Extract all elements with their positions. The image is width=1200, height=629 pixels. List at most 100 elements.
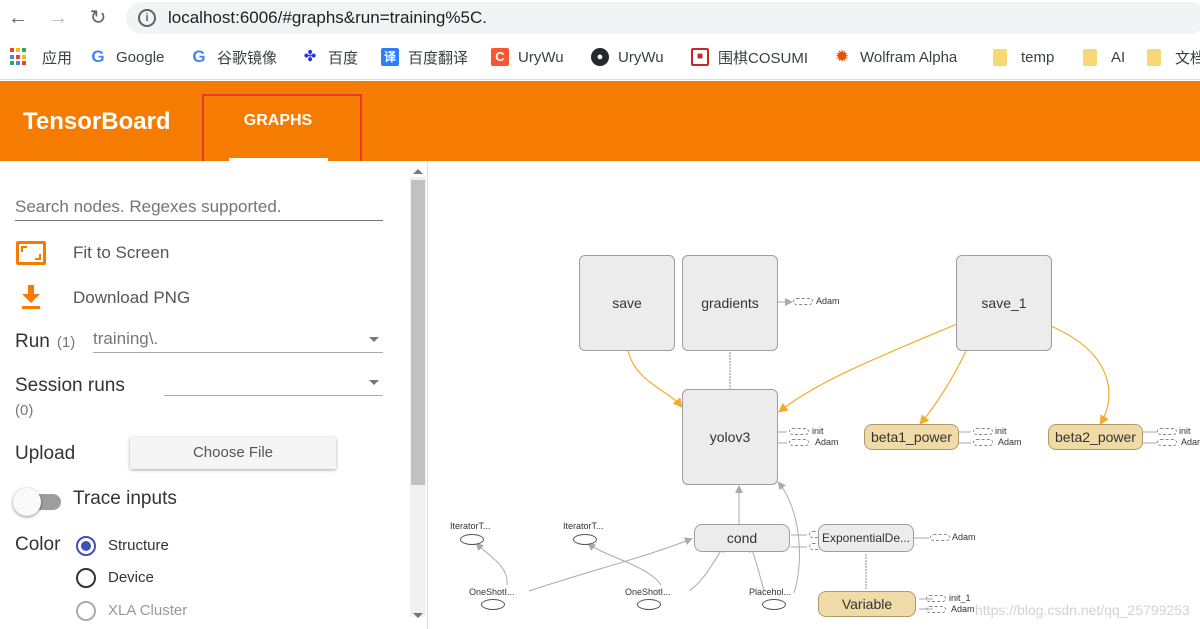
bookmark-wolfram[interactable]: ✹ Wolfram Alpha <box>833 46 957 68</box>
bookmark-apps[interactable]: 应用 <box>10 46 72 68</box>
aux-node-adam[interactable] <box>930 534 950 541</box>
op-label-iterator-1: IteratorT... <box>450 521 491 531</box>
baidu-paw-icon: ✤ <box>303 48 317 65</box>
folder-icon <box>1083 48 1097 66</box>
radio-structure[interactable] <box>76 536 96 556</box>
graph-node-yolov3[interactable]: yolov3 <box>682 389 778 485</box>
bookmark-label: 谷歌镜像 <box>217 49 278 67</box>
edge-placeholder-cond <box>748 544 765 592</box>
node-label: save <box>612 295 642 311</box>
aux-label-adam: Adam <box>816 296 840 306</box>
edge-oneshot1-iter1 <box>475 542 508 586</box>
edge-save1-yolov3 <box>778 323 958 413</box>
info-icon[interactable]: i <box>138 9 156 27</box>
aux-node-init-1[interactable] <box>926 595 946 602</box>
bookmark-label: temp <box>1021 48 1055 66</box>
graph-node-beta2-power[interactable]: beta2_power <box>1048 424 1143 450</box>
graph-node-oneshot-1[interactable] <box>481 599 505 610</box>
choose-file-button[interactable]: Choose File <box>130 437 336 469</box>
aux-label-adam: Adam <box>952 532 976 542</box>
chevron-down-icon <box>369 380 379 385</box>
bookmark-label: 围棋COSUMI <box>718 49 809 67</box>
session-runs-select[interactable] <box>164 372 383 396</box>
graph-node-variable[interactable]: Variable <box>818 591 916 617</box>
highlight-box <box>202 94 362 170</box>
watermark: https://blog.csdn.net/qq_25799253 <box>975 602 1190 618</box>
scroll-down-arrow-icon[interactable] <box>413 613 423 618</box>
graph-node-iterator-2[interactable] <box>573 534 597 545</box>
back-arrow-icon[interactable]: ← <box>8 7 28 29</box>
node-label: cond <box>726 530 758 546</box>
bookmark-urywu-csdn[interactable]: C UryWu <box>491 46 564 68</box>
download-png-button[interactable]: Download PNG <box>15 284 190 312</box>
fit-to-screen-button[interactable]: Fit to Screen <box>15 239 169 267</box>
graph-canvas[interactable]: save gradients Adam save_1 yolov3 init A… <box>429 161 1200 629</box>
toggle-knob[interactable] <box>13 488 41 516</box>
trace-inputs-label: Trace inputs <box>73 488 177 509</box>
aux-label-adam: Adam <box>1181 437 1200 447</box>
graph-node-exponential-decay[interactable]: ExponentialDe... <box>818 524 914 552</box>
aux-node-init[interactable] <box>1157 428 1177 435</box>
aux-node-adam[interactable] <box>926 606 946 613</box>
aux-label-adam: Adam <box>998 437 1022 447</box>
scrollbar-thumb[interactable] <box>411 180 425 485</box>
bookmark-temp[interactable]: temp <box>993 46 1054 68</box>
bookmark-ai[interactable]: AI <box>1083 46 1125 68</box>
graph-node-cond[interactable]: cond <box>694 524 790 552</box>
graph-node-placeholder[interactable] <box>762 599 786 610</box>
aux-node-init[interactable] <box>973 428 993 435</box>
url-text[interactable]: localhost:6006/#graphs&run=training%5C. <box>168 8 487 27</box>
node-label: gradients <box>701 295 759 311</box>
aux-node-adam[interactable] <box>793 298 813 305</box>
address-bar[interactable]: i localhost:6006/#graphs&run=training%5C… <box>126 2 1200 34</box>
radio-structure-label: Structure <box>108 537 169 554</box>
node-label: yolov3 <box>709 429 751 445</box>
bookmark-baidu-translate[interactable]: 译 百度翻译 <box>381 46 468 68</box>
session-label-row: Session runs <box>15 375 125 397</box>
node-label: ExponentialDe... <box>821 531 911 545</box>
scroll-up-arrow-icon[interactable] <box>413 169 423 174</box>
bookmark-label: AI <box>1111 48 1126 66</box>
apps-grid-icon <box>10 48 28 66</box>
graph-node-oneshot-2[interactable] <box>637 599 661 610</box>
bookmark-label: 应用 <box>42 49 73 67</box>
op-label-oneshot-2: OneShotI... <box>625 587 671 597</box>
bookmark-google-mirror[interactable]: G 谷歌镜像 <box>190 46 277 68</box>
graph-node-save-1[interactable]: save_1 <box>956 255 1052 351</box>
download-icon <box>15 284 47 312</box>
forward-arrow-icon[interactable]: → <box>48 7 68 29</box>
bookmark-cosumi[interactable]: ■ 围棋COSUMI <box>691 46 808 68</box>
aux-label-adam: Adam <box>951 604 975 614</box>
github-icon: ● <box>591 48 609 66</box>
aux-label-init: init <box>812 426 824 436</box>
baidu-translate-icon: 译 <box>381 48 399 66</box>
bookmark-google[interactable]: G Google <box>89 46 164 68</box>
reload-icon[interactable]: ↻ <box>89 7 107 29</box>
aux-node-init[interactable] <box>789 428 809 435</box>
aux-label-init-1: init_1 <box>949 593 971 603</box>
bookmark-docs[interactable]: 文档 <box>1147 46 1200 68</box>
graph-node-beta1-power[interactable]: beta1_power <box>864 424 959 450</box>
bookmark-label: Google <box>116 48 165 66</box>
chevron-down-icon <box>369 337 379 342</box>
search-input[interactable]: Search nodes. Regexes supported. <box>15 195 383 221</box>
graph-node-save[interactable]: save <box>579 255 675 351</box>
aux-node-adam[interactable] <box>1157 439 1177 446</box>
tab-graphs[interactable]: GRAPHS <box>243 112 313 129</box>
run-select[interactable]: training\. <box>93 329 383 353</box>
graph-node-gradients[interactable]: gradients <box>682 255 778 351</box>
run-count: (1) <box>56 333 76 351</box>
aux-node-adam[interactable] <box>973 439 993 446</box>
graph-node-iterator-1[interactable] <box>460 534 484 545</box>
bookmark-label: 百度 <box>328 49 359 67</box>
browser-toolbar: ← → ↻ i localhost:6006/#graphs&run=train… <box>0 0 1200 36</box>
bookmark-baidu[interactable]: ✤ 百度 <box>301 46 358 68</box>
bookmark-label: UryWu <box>518 48 564 66</box>
bookmark-urywu-github[interactable]: ● UryWu <box>591 46 664 68</box>
bookmark-label: 百度翻译 <box>408 49 469 67</box>
aux-label-init: init <box>995 426 1007 436</box>
aux-node-adam[interactable] <box>789 439 809 446</box>
wolfram-icon: ✹ <box>834 47 850 66</box>
radio-device[interactable] <box>76 568 96 588</box>
bookmark-label: UryWu <box>618 48 664 66</box>
